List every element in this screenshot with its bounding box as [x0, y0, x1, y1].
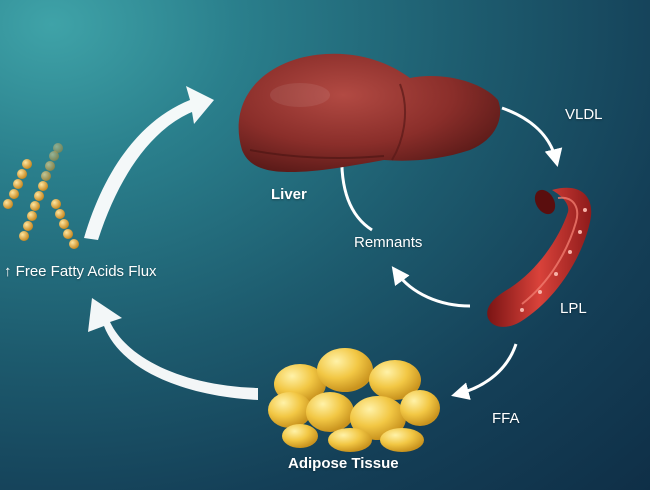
vldl-label: VLDL [565, 106, 603, 123]
ffa-flux-label: ↑ Free Fatty Acids Flux [4, 263, 157, 280]
lpl-to-remnants-arrow [391, 266, 471, 308]
fatty-acid-chains [3, 143, 79, 249]
ffa-flux-text: Free Fatty Acids Flux [15, 263, 157, 280]
liver-illustration [238, 53, 501, 173]
adipose-tissue-label: Adipose Tissue [288, 455, 399, 472]
adipose-tissue-illustration [268, 348, 440, 452]
remnants-label: Remnants [354, 234, 423, 251]
up-arrow-icon: ↑ [4, 263, 12, 280]
blood-vessel-illustration [487, 187, 592, 327]
liver-to-vldl-arrow [501, 106, 563, 168]
liver-label: Liver [271, 186, 307, 203]
flux-to-liver-arrow [84, 86, 214, 240]
ffa-label: FFA [492, 410, 520, 427]
lpl-to-adipose-arrow [451, 343, 518, 400]
lpl-label: LPL [560, 300, 587, 317]
adipose-to-flux-arrow [88, 298, 258, 400]
